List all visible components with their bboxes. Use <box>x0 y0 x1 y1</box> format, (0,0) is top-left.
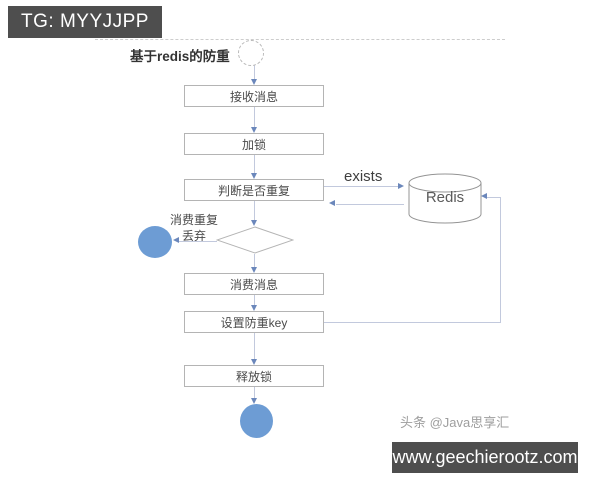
node-receive-message: 接收消息 <box>184 85 324 107</box>
diagram-title: 基于redis的防重 <box>130 49 230 64</box>
arrowhead-left-icon <box>173 237 179 243</box>
node-acquire-lock: 加锁 <box>184 133 324 155</box>
connector-setkey-redis <box>487 197 500 198</box>
node-set-dedup-key: 设置防重key <box>184 311 324 333</box>
connector-check-diamond <box>254 201 255 220</box>
connector-consume-setkey <box>254 295 255 305</box>
watermark-text: 头条 @Java思享汇 <box>400 415 510 430</box>
connector-setkey-release <box>254 333 255 359</box>
edge-label-discard: 消费重复 丢弃 <box>163 212 225 244</box>
end-node <box>240 404 273 438</box>
connector-diamond-discard <box>179 241 217 242</box>
arrowhead-down-icon <box>251 220 257 226</box>
connector-setkey-right <box>324 322 501 323</box>
edge-label-exists: exists <box>344 168 383 185</box>
arrowhead-down-icon <box>251 127 257 133</box>
connector-release-end <box>254 387 255 398</box>
arrowhead-left-icon <box>329 200 335 206</box>
discard-end-node <box>138 226 172 258</box>
node-release-lock: 释放锁 <box>184 365 324 387</box>
edge-label-discard-line2: 丢弃 <box>181 229 206 243</box>
edge-label-discard-line1: 消费重复 <box>169 213 218 227</box>
connector-setkey-up <box>500 197 501 322</box>
connector-redis-check <box>336 204 404 205</box>
connector-diamond-consume <box>254 254 255 267</box>
decision-diamond <box>215 226 295 259</box>
arrowhead-down-icon <box>251 267 257 273</box>
connector-lock-check <box>254 155 255 173</box>
arrowhead-down-icon <box>251 305 257 311</box>
redis-label: Redis <box>425 189 465 206</box>
node-check-duplicate: 判断是否重复 <box>184 179 324 201</box>
arrowhead-down-icon <box>251 359 257 365</box>
dashed-boundary-line <box>95 39 505 40</box>
node-consume-message: 消费消息 <box>184 273 324 295</box>
redis-database-icon: Redis <box>408 173 482 225</box>
connector-receive-lock <box>254 107 255 127</box>
connector-start-receive <box>254 64 255 79</box>
arrowhead-left-icon <box>481 193 487 199</box>
bottom-banner-url: www.geechierootz.com <box>392 442 578 473</box>
arrowhead-down-icon <box>251 398 257 404</box>
arrowhead-down-icon <box>251 173 257 179</box>
top-banner: TG: MYYJJPP <box>8 6 162 38</box>
connector-check-redis <box>324 186 398 187</box>
arrowhead-down-icon <box>251 79 257 85</box>
arrowhead-right-icon <box>398 183 404 189</box>
start-node <box>238 40 264 66</box>
